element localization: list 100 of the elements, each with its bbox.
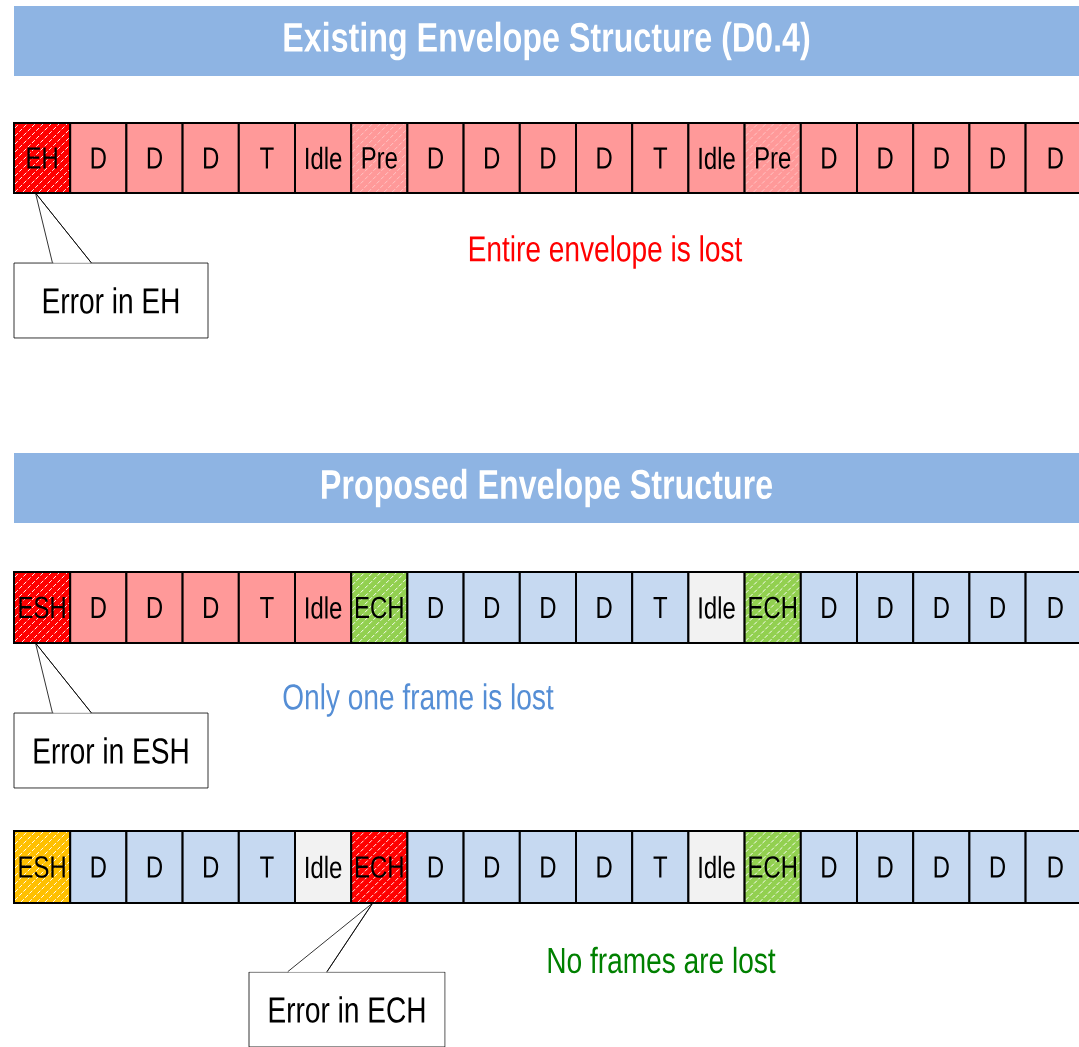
node-label: D [147, 856, 162, 878]
frame-cell: T [631, 830, 690, 904]
frame-cell: D [912, 571, 971, 644]
frame-cell: D [1024, 122, 1079, 194]
frame-cell: Idle [687, 830, 746, 904]
frame-cell: ECH [743, 571, 802, 644]
note-text: Entire envelope is lost [469, 235, 743, 269]
frame-cell: D [912, 830, 971, 904]
frame-cell: D [69, 830, 128, 904]
frame-cell: D [856, 830, 915, 904]
node-label: D [822, 596, 837, 619]
frame-cell: T [237, 122, 296, 194]
frame-cell: Idle [294, 571, 353, 644]
frame-cell: D [575, 571, 634, 644]
frame-cell: T [631, 122, 690, 194]
frame-cell: D [462, 122, 521, 194]
frame-cell: D [518, 830, 577, 904]
frame-cell: D [1024, 830, 1079, 904]
frame-cell: D [799, 571, 858, 644]
frame-cell: D [912, 122, 971, 194]
frame-cell: D [575, 122, 634, 194]
node-label: D [934, 147, 949, 169]
node-label: D [934, 856, 949, 878]
frame-cell: D [799, 830, 858, 904]
node-label: D [91, 596, 106, 619]
node-label: Pre [756, 147, 791, 169]
node-label: D [428, 856, 443, 878]
frame-cell: D [125, 830, 184, 904]
node-label: D [541, 856, 556, 878]
callout-box: Error in ESH [13, 712, 209, 789]
frame-cell: Idle [687, 122, 746, 194]
frame-cell: T [631, 571, 690, 644]
node-label: D [147, 147, 162, 169]
node-label: T [260, 147, 274, 169]
frame-cell: D [406, 122, 465, 194]
frame-cell: D [181, 571, 240, 644]
frame-cell: ECH [743, 830, 802, 904]
node-label: D [878, 596, 893, 619]
node-label: D [822, 856, 837, 878]
node-label: Idle [699, 146, 735, 170]
node-label: D [597, 596, 612, 619]
frame-cell: T [237, 830, 296, 904]
note-text: Only one frame is lost [283, 683, 554, 717]
frame-cell: D [968, 571, 1027, 644]
node-label: D [147, 596, 162, 619]
frame-cell: D [1024, 571, 1079, 644]
node-label: D [990, 856, 1005, 878]
node-label: D [822, 147, 837, 169]
frame-cell: D [462, 571, 521, 644]
node-label: T [653, 147, 668, 169]
node-label: D [485, 856, 500, 878]
frame-cell: Pre [350, 122, 409, 194]
node-label: D [934, 596, 949, 619]
node-label: Idle [306, 146, 342, 170]
node-label: D [428, 147, 443, 169]
frame-cell: Idle [294, 122, 353, 194]
frame-cell: D [125, 122, 184, 194]
node-label: D [541, 147, 556, 169]
frame-cell: D [125, 571, 184, 644]
node-label: D [990, 596, 1005, 619]
frame-cell: Pre [743, 122, 802, 194]
frame-cell: D [856, 122, 915, 194]
node-label: D [204, 856, 219, 878]
frame-cell: D [69, 122, 128, 194]
frame-cell: D [69, 571, 128, 644]
node-label: Pre [362, 147, 397, 169]
frame-cell: D [575, 830, 634, 904]
node-label: D [91, 147, 106, 169]
frame-cell: D [799, 122, 858, 194]
frame-cell: D [406, 830, 465, 904]
node-label: D [485, 147, 500, 169]
node-label: D [204, 147, 219, 169]
frame-cell: Idle [294, 830, 353, 904]
frame-cell: EH [13, 122, 72, 194]
frame-cell: D [856, 571, 915, 644]
frame-cell: D [968, 122, 1027, 194]
frame-cell: D [518, 571, 577, 644]
frame-cell: D [181, 830, 240, 904]
node-label: D [541, 596, 556, 619]
node-label: D [428, 596, 443, 619]
frame-cell: D [968, 830, 1027, 904]
frame-cell: D [462, 830, 521, 904]
callout-box: Error in ECH [248, 971, 446, 1047]
note-text: No frames are lost [548, 946, 776, 974]
node-label: Idle [306, 596, 342, 619]
title-band: Existing Envelope Structure (D0.4) [14, 6, 1079, 76]
node-label: D [91, 856, 106, 878]
node-label: D [204, 596, 219, 619]
frame-cell: D [518, 122, 577, 194]
node-label: D [990, 147, 1005, 169]
node-label: D [597, 856, 612, 878]
frame-cell: ECH [350, 571, 409, 644]
frame-cell: D [181, 122, 240, 194]
frame-cell: D [406, 571, 465, 644]
frame-cell: T [237, 571, 296, 644]
title-band: Proposed Envelope Structure [14, 453, 1079, 523]
node-label: D [878, 147, 893, 169]
frame-cell: Idle [687, 571, 746, 644]
node-label: D [878, 856, 893, 878]
node-label: D [485, 596, 500, 619]
